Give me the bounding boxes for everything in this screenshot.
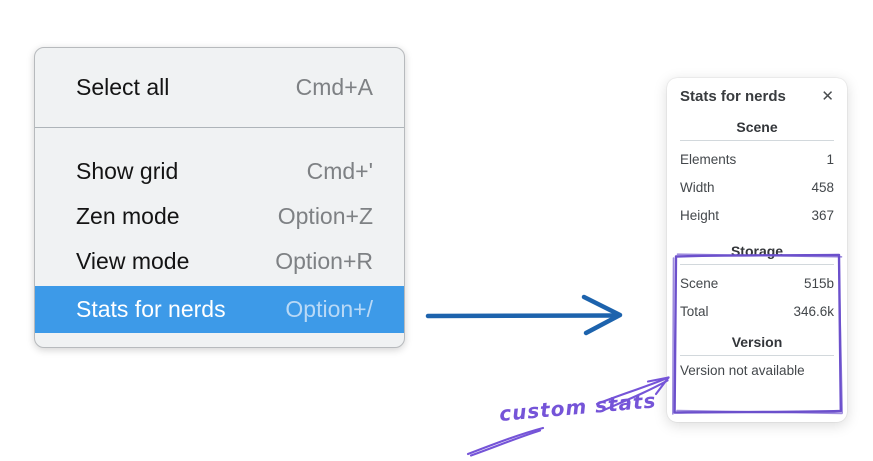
close-icon[interactable]: ✕	[821, 88, 834, 105]
stat-row-elements: Elements 1	[680, 145, 834, 173]
section-divider	[680, 264, 834, 265]
stat-value: 458	[811, 179, 834, 195]
stat-value: 346.6k	[793, 303, 834, 319]
scene-section-heading: Scene	[736, 119, 778, 135]
stat-label: Scene	[680, 275, 719, 291]
menu-item-zen-mode[interactable]: Zen mode Option+Z	[35, 194, 404, 239]
menu-item-view-mode[interactable]: View mode Option+R	[35, 239, 404, 284]
menu-section-bottom: Show grid Cmd+' Zen mode Option+Z View m…	[35, 128, 404, 333]
stat-row-scene-storage: Scene 515b	[680, 269, 834, 297]
stat-value: 367	[811, 207, 834, 223]
context-menu: Select all Cmd+A Show grid Cmd+' Zen mod…	[34, 47, 405, 348]
menu-item-shortcut: Cmd+A	[295, 74, 373, 100]
menu-item-shortcut: Cmd+'	[306, 158, 373, 184]
section-divider	[680, 140, 834, 141]
stat-label: Width	[680, 179, 715, 195]
stats-panel-header: Stats for nerds ✕	[680, 88, 834, 105]
stat-value: 1	[826, 151, 834, 167]
stat-value: 515b	[803, 275, 834, 291]
stat-row-total-storage: Total 346.6k	[680, 297, 834, 325]
storage-section-heading: Storage	[730, 243, 784, 259]
menu-item-show-grid[interactable]: Show grid Cmd+'	[35, 149, 404, 194]
menu-section-top: Select all Cmd+A	[35, 48, 404, 128]
flow-arrow	[425, 294, 623, 336]
stat-label: Total	[680, 303, 709, 319]
menu-item-stats-for-nerds[interactable]: Stats for nerds Option+/	[35, 286, 404, 333]
menu-item-shortcut: Option+Z	[277, 203, 373, 229]
menu-item-label: Select all	[76, 74, 170, 100]
stat-label: Elements	[680, 151, 737, 167]
menu-item-shortcut: Option+/	[285, 296, 373, 322]
menu-item-label: Show grid	[76, 158, 179, 184]
annotation-tail-stroke	[466, 426, 545, 457]
section-divider	[680, 355, 834, 356]
stat-row-width: Width 458	[680, 173, 834, 201]
menu-item-select-all[interactable]: Select all Cmd+A	[35, 65, 404, 110]
menu-item-shortcut: Option+R	[275, 248, 373, 274]
menu-item-label: Zen mode	[76, 203, 180, 229]
menu-item-label: Stats for nerds	[76, 296, 226, 322]
version-note: Version not available	[680, 363, 805, 378]
stat-label: Height	[680, 207, 720, 223]
stats-panel: Stats for nerds ✕ Scene Elements 1 Width…	[667, 78, 847, 422]
stat-row-height: Height 367	[680, 201, 834, 229]
annotation-label: custom stats	[498, 388, 658, 426]
menu-item-label: View mode	[76, 248, 190, 274]
annotation-arrow	[595, 376, 670, 412]
version-section-heading: Version	[731, 334, 783, 350]
stats-panel-title: Stats for nerds	[680, 88, 786, 105]
